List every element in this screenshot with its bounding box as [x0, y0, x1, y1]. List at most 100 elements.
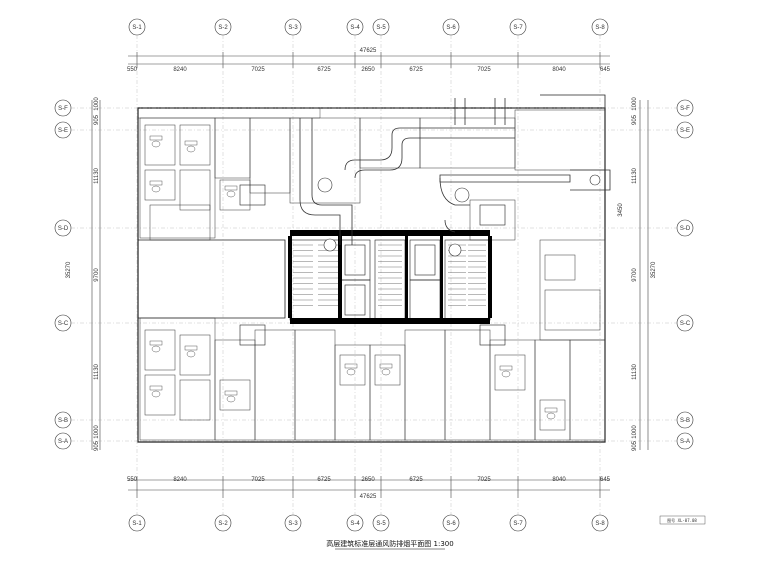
- axis-label: S-4: [350, 521, 360, 527]
- axis-marker-s-e: S-E: [676, 121, 694, 139]
- dim-left-segment: 11130: [94, 363, 100, 379]
- axis-marker-s-1: S-1: [128, 18, 146, 36]
- axis-label: S-3: [288, 521, 298, 527]
- drawing-title: 高层建筑标准层通风防排烟平面图 1:300: [326, 539, 453, 548]
- dim-right-segment: 905: [632, 440, 638, 451]
- axis-marker-s-b: S-B: [54, 411, 72, 429]
- dim-right-segment: 9700: [632, 268, 638, 282]
- dim-left-segment: 905: [94, 440, 100, 451]
- axis-marker-s-2: S-2: [214, 514, 232, 532]
- axis-label: S-1: [132, 521, 142, 527]
- axis-marker-s-5: S-5: [372, 18, 390, 36]
- dim-bottom-segment: 6725: [317, 477, 331, 483]
- dim-bottom-segment: 6725: [409, 477, 423, 483]
- axis-marker-s-b: S-B: [676, 411, 694, 429]
- dim-right-segment: 11130: [632, 167, 638, 183]
- dim-bottom-total: 47625: [360, 494, 377, 500]
- stamp-box: [659, 515, 706, 525]
- axis-marker-s-5: S-5: [372, 514, 390, 532]
- dim-left-segment: 905: [94, 114, 100, 125]
- axis-marker-s-a: S-A: [54, 432, 72, 450]
- axis-label: S-5: [376, 25, 386, 31]
- axis-label: S-7: [513, 25, 523, 31]
- axis-marker-s-c: S-C: [676, 314, 694, 332]
- axis-label: S-D: [680, 226, 691, 232]
- duct-terminals: [317, 174, 601, 257]
- axis-label: S-7: [513, 521, 523, 527]
- dim-bottom-segment: 645: [600, 477, 611, 483]
- axis-label: S-D: [58, 226, 69, 232]
- dim-bottom-segment: 7025: [251, 477, 265, 483]
- axis-marker-s-3: S-3: [284, 514, 302, 532]
- axis-marker-s-7: S-7: [509, 18, 527, 36]
- ventilation-ducts: [299, 98, 611, 245]
- dim-top-segment: 7025: [251, 67, 265, 73]
- dim-top-segment: 6725: [409, 67, 423, 73]
- axis-marker-s-e: S-E: [54, 121, 72, 139]
- axis-label: S-6: [446, 25, 456, 31]
- axis-marker-s-1: S-1: [128, 514, 146, 532]
- axis-label: S-F: [680, 106, 690, 112]
- axis-marker-s-6: S-6: [442, 18, 460, 36]
- axis-label: S-A: [58, 439, 68, 445]
- dim-right-segment: 11130: [632, 363, 638, 379]
- axis-marker-s-a: S-A: [676, 432, 694, 450]
- stair-treads: [293, 244, 486, 306]
- dim-bottom-segment: 8240: [173, 477, 187, 483]
- axis-label: S-C: [680, 321, 691, 327]
- dim-bottom-segment: 2650: [361, 477, 375, 483]
- dim-right-total: 35270: [651, 261, 657, 278]
- axis-label: S-C: [58, 321, 69, 327]
- axis-marker-s-4: S-4: [346, 18, 364, 36]
- dim-left-segment: 11130: [94, 167, 100, 183]
- axis-marker-s-6: S-6: [442, 514, 460, 532]
- axis-markers-left: S-F S-E S-D S-C S-B S-A: [54, 99, 72, 450]
- axis-markers-bottom: S-1 S-2 S-3 S-4 S-5 S-6 S-7 S-8: [128, 514, 609, 532]
- axis-label: S-E: [680, 128, 690, 134]
- axis-marker-s-2: S-2: [214, 18, 232, 36]
- dim-top-segment: 8240: [173, 67, 187, 73]
- dim-top-segment: 6725: [317, 67, 331, 73]
- interior-walls: [139, 109, 606, 441]
- dim-top-segment: 8040: [552, 67, 566, 73]
- dim-top-segment: 7025: [477, 67, 491, 73]
- axis-label: S-A: [680, 439, 690, 445]
- axis-marker-s-d: S-D: [676, 219, 694, 237]
- axis-marker-s-3: S-3: [284, 18, 302, 36]
- dim-right-segment: 1000: [632, 97, 638, 111]
- dim-left-segment: 9700: [94, 268, 100, 282]
- dim-top-segment: 550: [127, 67, 138, 73]
- axis-label: S-B: [58, 418, 68, 424]
- axis-label: S-F: [58, 106, 68, 112]
- axis-label: S-4: [350, 25, 360, 31]
- dim-top-total: 47625: [360, 48, 377, 54]
- axis-label: S-2: [218, 25, 228, 31]
- dim-top-segment: 2650: [361, 67, 375, 73]
- sanitary-fixtures: [149, 135, 558, 420]
- axis-label: S-1: [132, 25, 142, 31]
- axis-label: S-B: [680, 418, 690, 424]
- axis-label: S-3: [288, 25, 298, 31]
- axis-label: S-2: [218, 521, 228, 527]
- axis-marker-s-f: S-F: [54, 99, 72, 117]
- dim-right-segment: 1000: [632, 425, 638, 439]
- axis-marker-s-7: S-7: [509, 514, 527, 532]
- axis-marker-s-c: S-C: [54, 314, 72, 332]
- axis-marker-s-4: S-4: [346, 514, 364, 532]
- axis-label: S-5: [376, 521, 386, 527]
- heavy-walls: [288, 230, 492, 324]
- axis-label: S-8: [595, 521, 605, 527]
- axis-marker-s-d: S-D: [54, 219, 72, 237]
- dim-left-segment: 1000: [94, 425, 100, 439]
- axis-label: S-6: [446, 521, 456, 527]
- dim-right-segment: 905: [632, 114, 638, 125]
- dim-left-total: 35270: [66, 261, 72, 278]
- dim-left-segment: 1000: [94, 97, 100, 111]
- dim-bottom-segment: 550: [127, 477, 138, 483]
- drawing-stamp: 图号 XL-07.08: [667, 517, 697, 523]
